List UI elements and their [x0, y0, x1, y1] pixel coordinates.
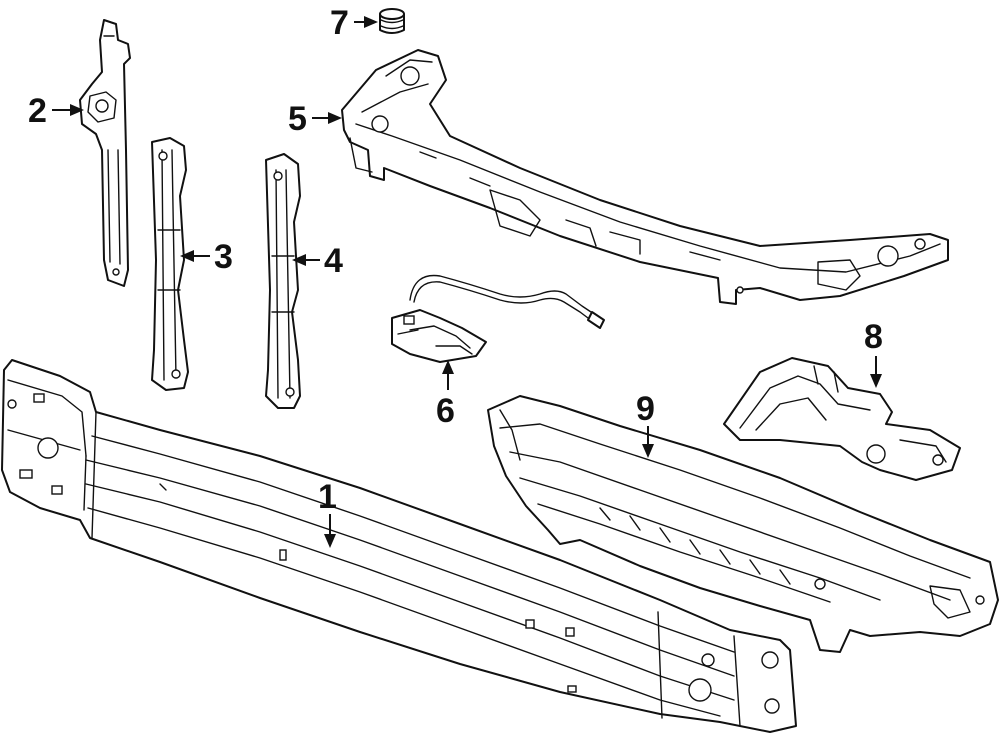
part-4-support [265, 153, 301, 409]
callout-6: 6 [436, 360, 455, 430]
callout-9: 9 [636, 390, 655, 458]
part-8-bracket [723, 357, 961, 481]
part-5-tie-bar [341, 49, 949, 305]
svg-text:1: 1 [318, 478, 337, 516]
callout-3: 3 [180, 238, 233, 276]
svg-text:8: 8 [864, 318, 883, 356]
callout-2: 2 [28, 92, 84, 130]
svg-text:2: 2 [28, 92, 47, 130]
part-1-bumper-bar [1, 359, 797, 733]
svg-text:5: 5 [288, 100, 307, 138]
callout-7: 7 [330, 4, 378, 42]
callout-5: 5 [288, 100, 342, 138]
part-2-bracket [79, 19, 131, 287]
svg-text:7: 7 [330, 4, 349, 42]
callout-1: 1 [318, 478, 337, 548]
callout-8: 8 [864, 318, 883, 388]
part-7-plug [379, 8, 405, 34]
part-9-absorber [487, 395, 999, 653]
svg-text:9: 9 [636, 390, 655, 428]
callout-4: 4 [292, 242, 343, 280]
svg-text:4: 4 [324, 242, 343, 280]
svg-text:6: 6 [436, 392, 455, 430]
part-3-support [151, 137, 189, 391]
part-6-sensor [391, 274, 605, 363]
svg-text:3: 3 [214, 238, 233, 276]
